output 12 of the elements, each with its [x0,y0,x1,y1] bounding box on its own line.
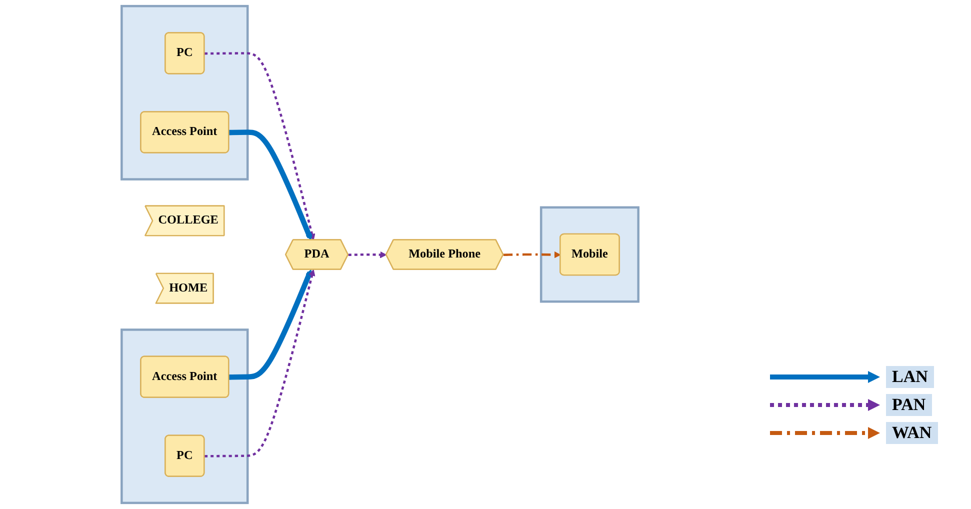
arrow [228,130,312,240]
cluster [540,206,640,303]
arrow [228,269,312,380]
arrow [348,251,387,258]
cluster [120,328,249,504]
arrow [503,251,561,258]
legend-label: LAN [886,366,934,388]
arrow [204,52,316,240]
arrow [204,269,316,458]
legend-label: WAN [886,422,938,444]
cluster [120,4,249,180]
legend-label: PAN [886,394,932,416]
